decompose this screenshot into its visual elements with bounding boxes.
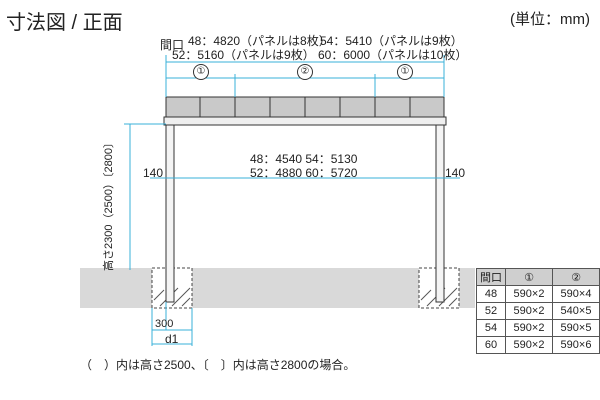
- table-row: 52 590×2 540×5: [476, 302, 600, 320]
- segment-1-left-marker: ①: [193, 64, 209, 80]
- table-cell: 48: [476, 285, 506, 303]
- table-row: 54 590×2 590×5: [476, 319, 600, 337]
- table-cell: 540×5: [552, 302, 600, 320]
- page-title: 寸法図 / 正面: [6, 12, 123, 34]
- table-cell: 60: [476, 336, 506, 354]
- unit-label: (単位：mm): [510, 11, 590, 28]
- frontage-label: 間口: [160, 38, 185, 52]
- height-label: 高さ2300（2500）〔2800〕: [102, 137, 115, 271]
- segment-1-right-marker: ①: [397, 64, 413, 80]
- frontage-48: 48：4820（パネルは8枚）: [188, 34, 331, 48]
- roof-beam: [163, 116, 447, 126]
- ground-area: [80, 268, 475, 308]
- roof-panels: [165, 96, 445, 118]
- d1-label: d1: [165, 332, 179, 346]
- table-row: 60 590×2 590×6: [476, 336, 600, 354]
- footnote: （ ）内は高さ2500、〔 〕内は高さ2800の場合。: [80, 358, 356, 372]
- left-offset-label: 140: [143, 166, 164, 180]
- table-cell: 590×2: [505, 302, 553, 320]
- height-dimension-line: [124, 123, 166, 270]
- left-post: [165, 123, 175, 303]
- panel-size-table: 間口 ① ② 48 590×2 590×4 52 590×2 540×5 54 …: [476, 268, 600, 354]
- right-post: [435, 123, 445, 303]
- base-dimension-lines: [151, 302, 193, 346]
- table-cell: 590×6: [552, 336, 600, 354]
- right-offset-label: 140: [445, 166, 466, 180]
- table-header: ①: [505, 268, 553, 286]
- inner-width-line1: 48：4540 54：5130: [250, 152, 358, 166]
- table-cell: 52: [476, 302, 506, 320]
- table-header-row: 間口 ① ②: [476, 268, 600, 286]
- table-cell: 590×5: [552, 319, 600, 337]
- table-cell: 590×2: [505, 285, 553, 303]
- frontage-60: 60：6000（パネルは10枚）: [318, 48, 468, 62]
- table-cell: 590×2: [505, 319, 553, 337]
- table-cell: 590×4: [552, 285, 600, 303]
- table-row: 48 590×2 590×4: [476, 285, 600, 303]
- frontage-52: 52：5160（パネルは9枚）: [172, 48, 315, 62]
- segment-2-marker: ②: [297, 64, 313, 80]
- footing-width-label: 300: [155, 318, 174, 330]
- table-cell: 590×2: [505, 336, 553, 354]
- table-cell: 54: [476, 319, 506, 337]
- inner-width-line2: 52：4880 60：5720: [250, 166, 358, 180]
- table-header: 間口: [476, 268, 506, 286]
- table-header: ②: [552, 268, 600, 286]
- frontage-54: 54：5410（パネルは9枚）: [320, 34, 463, 48]
